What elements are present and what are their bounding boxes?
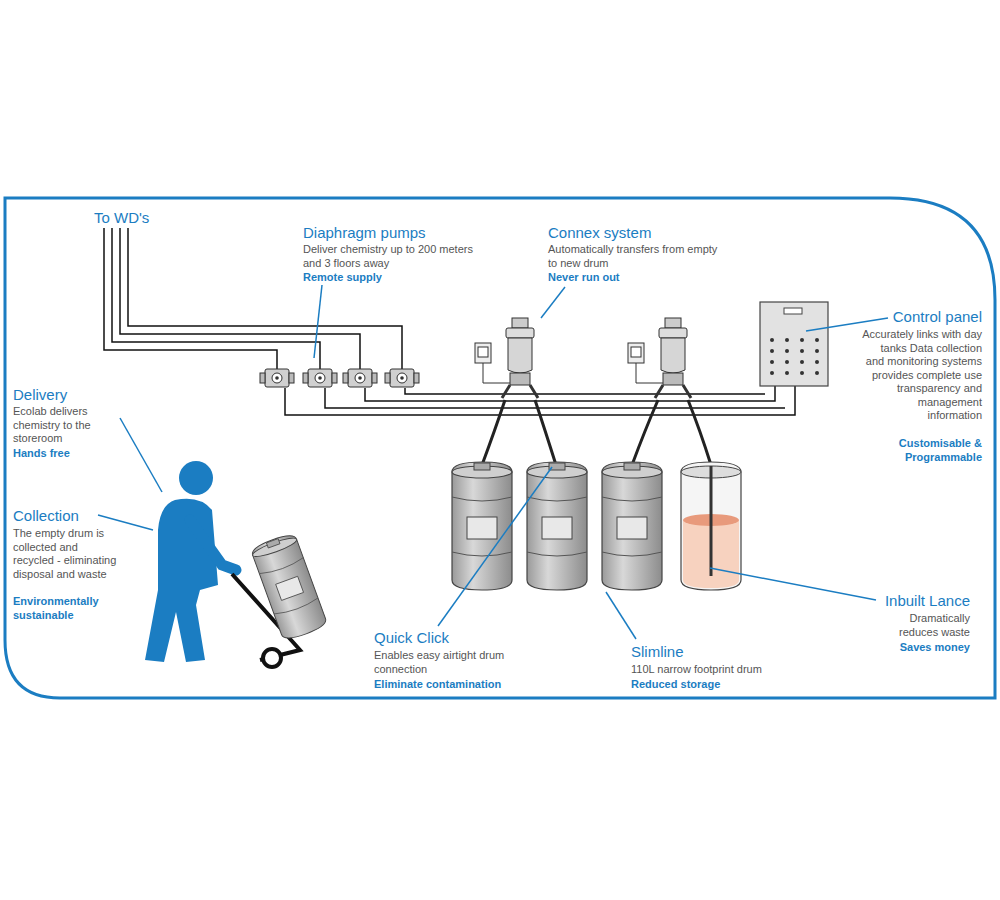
- callout-benefit: Customisable & Programmable: [882, 437, 982, 464]
- panel-button: [785, 371, 789, 375]
- callout-title: Slimline: [631, 643, 771, 661]
- panel-button: [815, 338, 819, 342]
- callout-text: Accurately links with day tanks Data col…: [862, 328, 982, 423]
- callout-benefit: Eliminate contamination: [374, 678, 544, 692]
- panel-button: [785, 349, 789, 353]
- callout-title: Inbuilt Lance: [850, 592, 970, 610]
- callout-title: Delivery: [13, 386, 133, 404]
- callout-title: Connex system: [548, 224, 718, 242]
- panel-button: [800, 371, 804, 375]
- panel-button: [815, 349, 819, 353]
- callout-text: Deliver chemistry up to 200 meters and 3…: [303, 243, 483, 270]
- callout-benefit: Environmentally sustainable: [13, 595, 113, 622]
- callout-text: Automatically transfers from empty to ne…: [548, 243, 718, 270]
- callout-title: Diaphragm pumps: [303, 224, 473, 242]
- panel-button: [770, 338, 774, 342]
- callout-benefit: Saves money: [850, 641, 970, 655]
- panel-button: [785, 360, 789, 364]
- panel-button: [815, 371, 819, 375]
- callout-title: Control panel: [852, 308, 982, 326]
- callout-benefit: Never run out: [548, 271, 718, 285]
- callout-text: Dramatically reduces waste: [875, 612, 970, 639]
- panel-button: [800, 349, 804, 353]
- panel-button: [800, 360, 804, 364]
- callout-title: To WD's: [94, 209, 184, 227]
- panel-button: [800, 338, 804, 342]
- panel-button: [785, 338, 789, 342]
- callout-benefit: Reduced storage: [631, 678, 801, 692]
- panel-button: [770, 371, 774, 375]
- callout-text: Ecolab delivers chemistry to the storero…: [13, 405, 119, 446]
- panel-button: [770, 349, 774, 353]
- callout-title: Quick Click: [374, 629, 514, 647]
- callout-text: The empty drum is collected and recycled…: [13, 527, 119, 581]
- callout-benefit: Remote supply: [303, 271, 473, 285]
- panel-button: [770, 360, 774, 364]
- callout-text: Enables easy airtight drum connection: [374, 649, 524, 676]
- callout-text: 110L narrow footprint drum: [631, 663, 801, 677]
- callout-title: Collection: [13, 507, 133, 525]
- panel-button: [815, 360, 819, 364]
- callout-benefit: Hands free: [13, 447, 123, 461]
